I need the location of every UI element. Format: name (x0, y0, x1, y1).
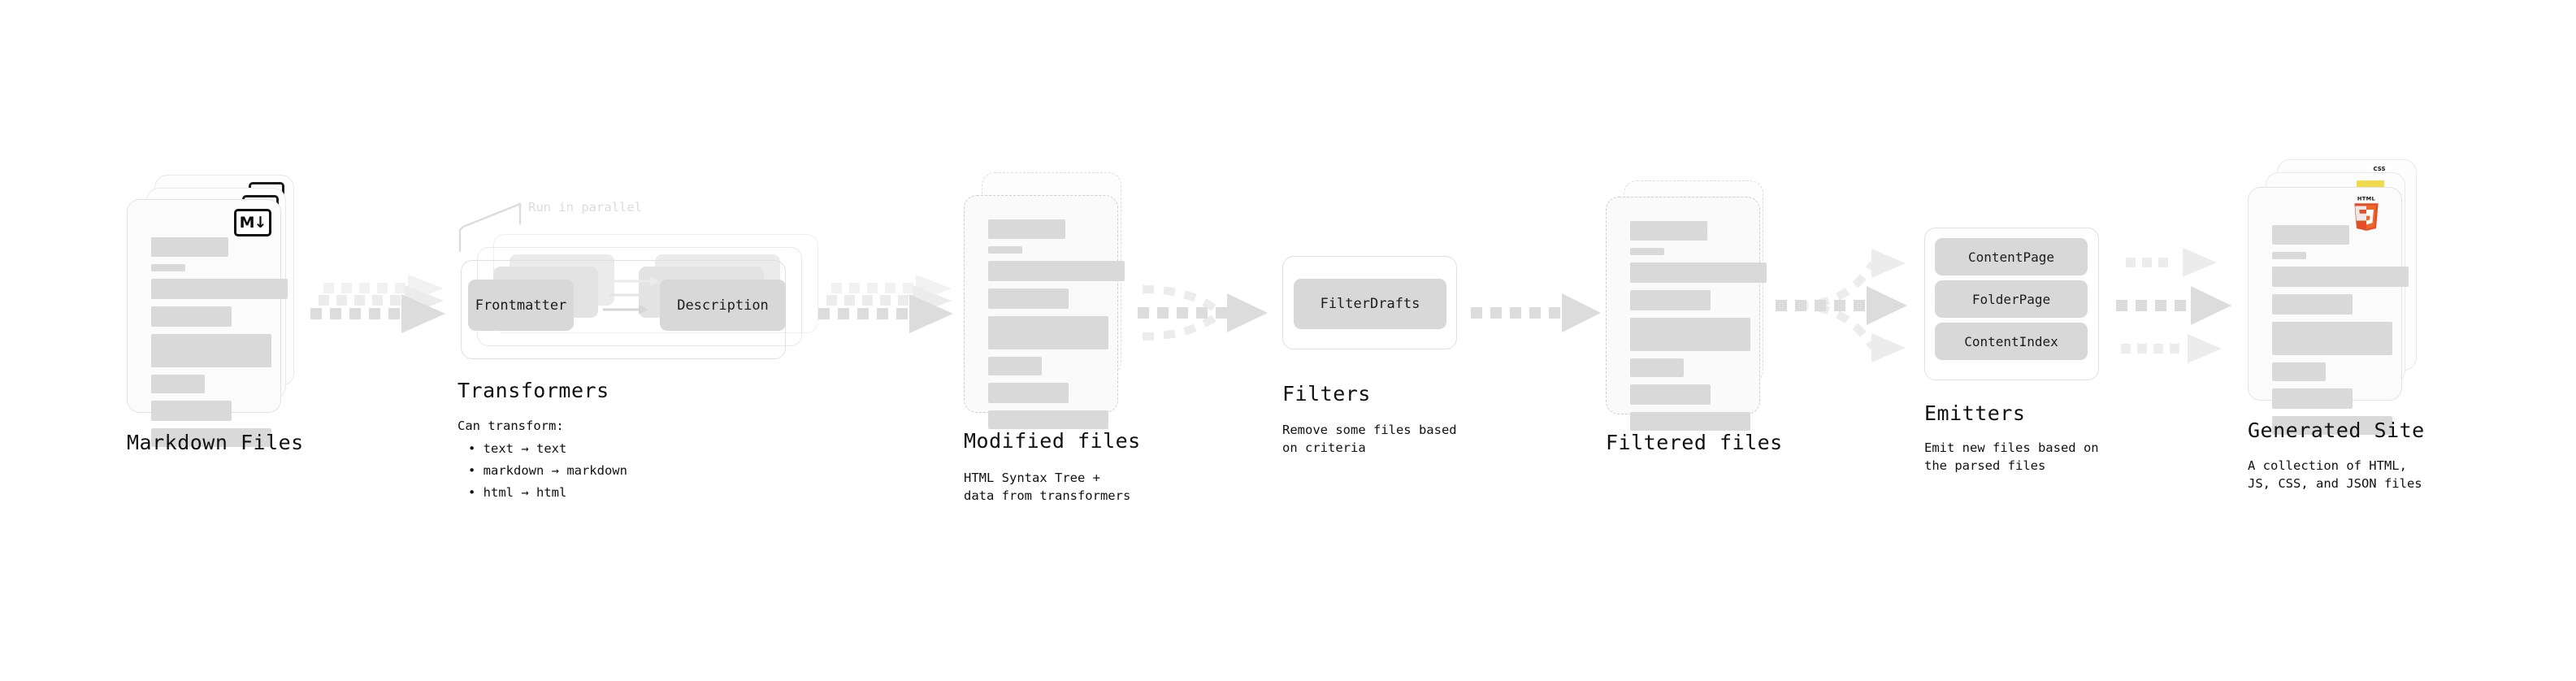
transformer-internal-arrows (603, 276, 660, 314)
file-bar (1630, 290, 1711, 310)
modified-file-bars (988, 219, 1125, 436)
file-bar (988, 261, 1125, 281)
emitter-pill-folderpage[interactable]: FolderPage (1935, 280, 2088, 318)
file-bar (1630, 384, 1711, 405)
file-bar (2272, 267, 2409, 287)
file-bar (1630, 358, 1684, 377)
stage-title-filtered-files: Filtered files (1606, 431, 1783, 454)
file-bar (2272, 388, 2353, 409)
file-bar (988, 410, 1108, 429)
stage-title-transformers: Transformers (458, 379, 609, 402)
run-in-parallel-bracket (458, 202, 522, 253)
dotted-arrow-bottom (2121, 344, 2179, 354)
file-bar (151, 334, 271, 367)
transformer-bullet-0: • text → text (468, 441, 567, 456)
connector-filtered-to-emitters (1776, 234, 1938, 380)
transformer-pill-frontmatter[interactable]: Frontmatter (468, 280, 574, 331)
connector-filters-to-filtered (1469, 286, 1601, 343)
dotted-arrow-main (818, 294, 953, 333)
file-bar (1630, 318, 1750, 351)
file-bar (151, 428, 271, 447)
site-file-bars (2272, 225, 2409, 442)
file-bar (2272, 322, 2392, 355)
file-bar (2272, 225, 2349, 245)
filter-pill-filterdrafts[interactable]: FilterDrafts (1294, 279, 1446, 329)
file-bar (988, 288, 1069, 309)
file-bar (151, 279, 288, 299)
stage-title-modified-files: Modified files (964, 429, 1141, 453)
dotted-arrow-main (2116, 300, 2186, 311)
dotted-arrow-main (310, 294, 445, 333)
transformer-bullet-2: • html → html (468, 485, 567, 500)
stage-desc-filters: Remove some files based on criteria (1282, 423, 1457, 455)
stage-desc-generated-site: A collection of HTML, JS, CSS, and JSON … (2248, 458, 2422, 491)
transformer-bullet-1: • markdown → markdown (468, 463, 627, 478)
stage-desc-modified-files: HTML Syntax Tree + data from transformer… (964, 471, 1131, 503)
markdown-badge: M↓ (234, 209, 271, 236)
stage-desc-emitters: Emit new files based on the parsed files (1924, 440, 2099, 473)
dotted-arrow-top (2126, 258, 2168, 267)
file-bar (151, 264, 185, 271)
html5-logo-text: HTML (2357, 196, 2375, 202)
file-bar (2272, 294, 2353, 314)
markdown-file-bars (151, 237, 288, 454)
transformer-pill-description[interactable]: Description (660, 280, 786, 331)
css-badge-label: CSS (2373, 166, 2386, 172)
emitter-pill-contentindex[interactable]: ContentIndex (1935, 323, 2088, 360)
file-bar (151, 237, 228, 257)
connector-emitters-to-site (2113, 234, 2267, 380)
run-in-parallel-label: Run in parallel (528, 200, 642, 215)
file-bar (151, 306, 232, 327)
file-bar (1630, 248, 1664, 255)
file-bar (2272, 416, 2392, 435)
connector-md-to-transformers (307, 268, 470, 358)
file-bar (1630, 221, 1707, 241)
file-bar (988, 219, 1065, 239)
filtered-file-bars (1630, 221, 1767, 438)
stage-title-emitters: Emitters (1924, 401, 2026, 425)
file-bar (988, 246, 1022, 254)
connector-modified-to-filters (1136, 268, 1282, 358)
file-bar (2272, 362, 2326, 381)
stage-title-filters: Filters (1282, 382, 1371, 406)
file-bar (988, 316, 1108, 349)
stage-desc-transformers: Can transform: (458, 419, 564, 433)
connector-transformers-to-modified (817, 268, 971, 358)
stage-title-generated-site: Generated Site (2248, 419, 2425, 442)
emitter-pill-contentpage[interactable]: ContentPage (1935, 238, 2088, 275)
file-bar (2272, 252, 2306, 259)
file-bar (151, 401, 232, 421)
file-bar (988, 383, 1069, 403)
html5-logo: HTML (2354, 196, 2379, 231)
file-bar (1630, 262, 1767, 283)
stage-title-markdown-files: Markdown Files (127, 431, 304, 454)
file-bar (988, 357, 1042, 375)
file-bar (151, 375, 205, 393)
file-bar (1630, 412, 1750, 431)
